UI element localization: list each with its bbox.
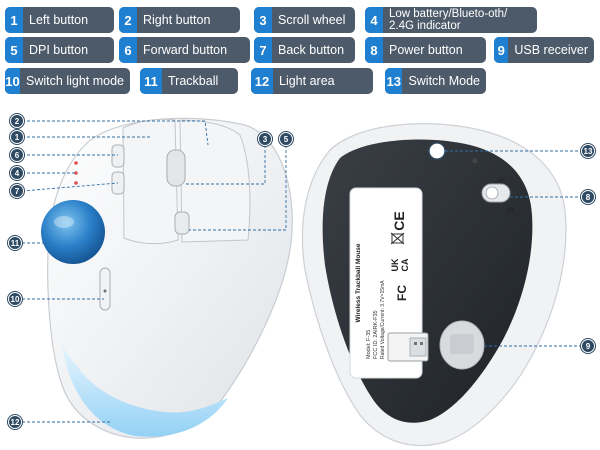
callout-9: 9 <box>581 339 595 353</box>
callout-11: 11 <box>8 236 22 250</box>
label-number: 13 <box>385 68 403 94</box>
mouse-top-view <box>41 117 293 439</box>
callout-7: 7 <box>10 184 24 198</box>
light-mode-switch-shape <box>99 267 111 311</box>
label-usb-receiver: 9 USB receiver <box>494 37 594 63</box>
label-text: Switch Mode <box>408 74 480 88</box>
ukca-mark-2: CA <box>400 258 410 271</box>
callout-5: 5 <box>279 132 293 146</box>
sensor-dot <box>472 158 478 164</box>
label-number: 9 <box>494 37 509 63</box>
label-back-button: 7 Back button <box>254 37 355 63</box>
label-text-line1: Low battery/Blueto-oth/ <box>389 8 508 20</box>
left-button-shape <box>122 118 179 245</box>
label-text: Trackball <box>168 74 219 88</box>
leader-lines <box>21 120 580 423</box>
label-text: Right button <box>143 13 211 27</box>
callout-2: 2 <box>10 114 24 128</box>
rating-sticker <box>349 187 423 379</box>
label-text: Power button <box>389 43 463 57</box>
label-switch-mode: 13 Switch Mode <box>385 68 486 94</box>
label-number: 1 <box>5 7 23 33</box>
label-text: Low battery/Blueto-oth/ 2.4G indicator <box>383 7 513 33</box>
label-text: Light area <box>279 74 335 88</box>
callout-13: 13 <box>581 144 595 158</box>
label-number: 2 <box>119 7 137 33</box>
light-icon <box>460 171 474 185</box>
label-indicator: 4 Low battery/Blueto-oth/ 2.4G indicator <box>365 7 537 33</box>
mouse-bottom-view: Wireless Trackball Mouse Model: F-35 FCC… <box>301 123 567 447</box>
label-right-button: 2 Right button <box>119 7 240 33</box>
mode-switch-button <box>428 142 446 160</box>
leader-line-7 <box>21 182 119 192</box>
fc-mark: FC <box>395 285 409 301</box>
label-trackball: 11 Trackball <box>140 68 238 94</box>
right-button-shape <box>179 119 251 243</box>
indicator-led <box>74 171 78 175</box>
label-power-button: 8 Power button <box>365 37 486 63</box>
label-forward-button: 6 Forward button <box>119 37 250 63</box>
label-number: 10 <box>5 68 21 94</box>
trackball-highlight <box>54 216 74 228</box>
light-mode-dot <box>103 289 107 293</box>
indicator-led <box>74 181 78 185</box>
label-light-area: 12 Light area <box>251 68 373 94</box>
label-left-button: 1 Left button <box>5 7 114 33</box>
label-switch-light-mode: 10 Switch light mode <box>5 68 130 94</box>
power-off-label: off <box>506 207 514 214</box>
label-text: Left button <box>29 13 89 27</box>
indicator-led <box>74 161 78 165</box>
callout-3: 3 <box>258 132 272 146</box>
leader-line-5 <box>189 145 287 231</box>
sticker-rated: Rated Voltage/Current: 3.7V=15mA <box>380 280 386 359</box>
callout-8: 8 <box>581 190 595 204</box>
forward-button-shape <box>111 144 125 168</box>
scroll-wheel-shape <box>166 149 186 187</box>
label-text-line2: 2.4G indicator <box>389 20 461 32</box>
dpi-button-shape <box>174 211 190 235</box>
label-number: 7 <box>254 37 272 63</box>
power-on-label: on <box>498 178 506 185</box>
label-text: Back button <box>278 43 345 57</box>
leader-line-3 <box>185 145 266 185</box>
label-scroll-wheel: 3 Scroll wheel <box>254 7 355 33</box>
callout-12: 12 <box>8 415 22 429</box>
sticker-model: Model: F-35 <box>366 330 372 359</box>
label-number: 11 <box>140 68 162 94</box>
label-number: 3 <box>254 7 272 33</box>
light-area-glow <box>62 345 228 437</box>
ce-mark: CE <box>391 211 407 230</box>
sticker-text-group: Wireless Trackball Mouse Model: F-35 FCC… <box>355 211 410 359</box>
power-switch-knob <box>485 186 499 200</box>
label-dpi-button: 5 DPI button <box>5 37 114 63</box>
weee-bin-icon <box>390 232 405 245</box>
label-text: USB receiver <box>514 43 588 57</box>
label-text: Forward button <box>143 43 228 57</box>
label-text: Scroll wheel <box>278 13 346 27</box>
callout-1: 1 <box>10 130 24 144</box>
label-number: 4 <box>365 7 383 33</box>
receiver-slot <box>439 320 485 370</box>
usb-receiver-shape <box>387 332 429 362</box>
callout-6: 6 <box>10 148 24 162</box>
label-text: DPI button <box>29 43 89 57</box>
sticker-fcc: FCC ID: 2AIRK-F35 <box>373 310 379 359</box>
label-number: 6 <box>119 37 137 63</box>
callout-10: 10 <box>8 292 22 306</box>
leader-line-2 <box>22 120 209 146</box>
label-text: Switch light mode <box>26 74 124 88</box>
sticker-title: Wireless Trackball Mouse <box>355 243 362 322</box>
trackball-shape <box>41 200 105 264</box>
ukca-mark-1: UK <box>390 258 400 271</box>
label-number: 12 <box>251 68 273 94</box>
callout-4: 4 <box>10 166 24 180</box>
label-number: 8 <box>365 37 383 63</box>
label-number: 5 <box>5 37 23 63</box>
